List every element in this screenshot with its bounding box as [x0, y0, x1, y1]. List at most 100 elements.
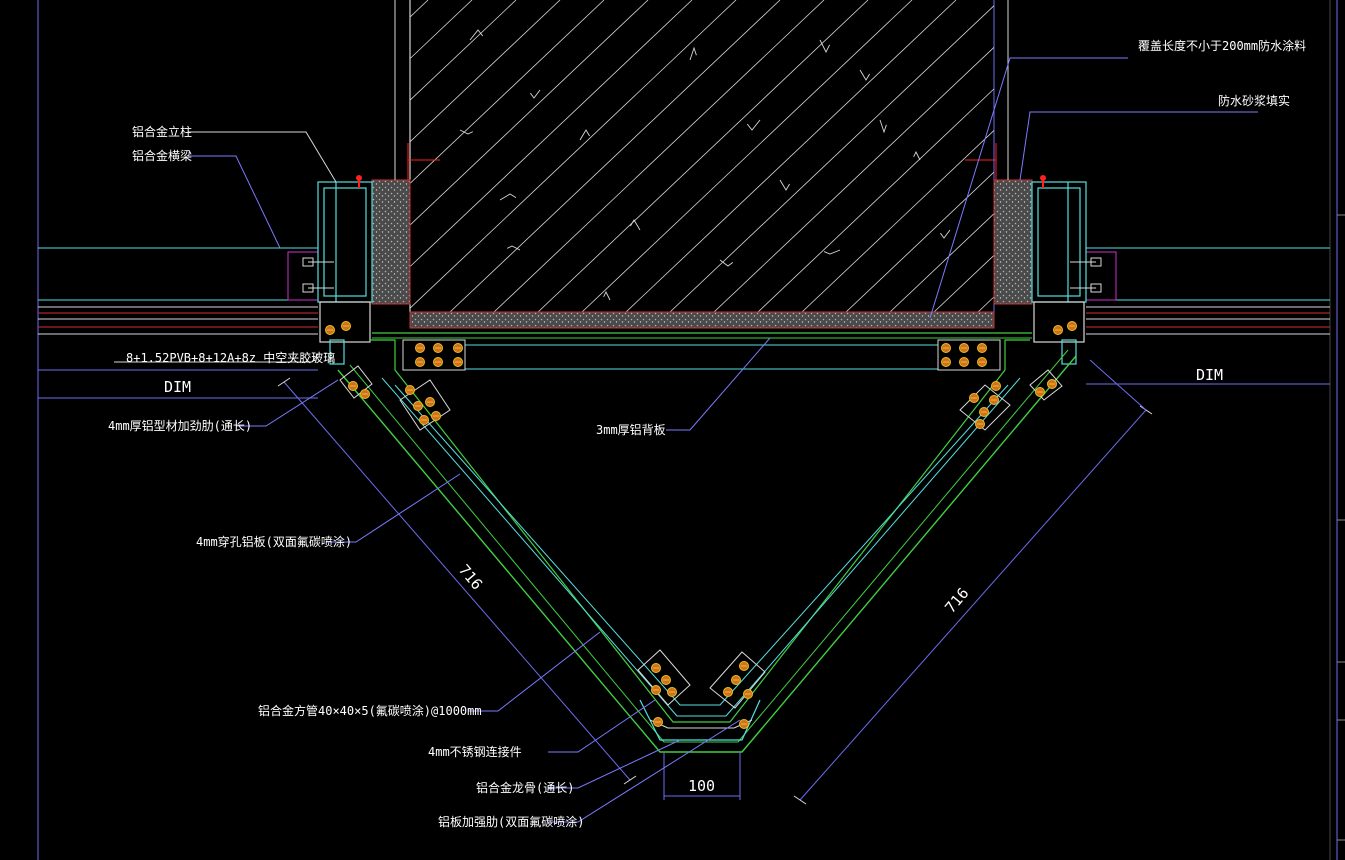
aggregate-mark	[913, 150, 921, 161]
hatch-line	[669, 5, 994, 312]
label-steel-connector: 4mm不锈钢连接件	[428, 744, 522, 759]
leader-lines	[114, 57, 1258, 823]
label-waterproof-mortar: 防水砂浆填实	[1218, 93, 1290, 108]
hatch-line	[410, 0, 693, 268]
bolt-icon	[453, 357, 463, 367]
bolt-icon	[969, 393, 979, 403]
bolt-icon	[325, 325, 335, 335]
aggregate-mark	[779, 179, 790, 191]
hatch-line	[449, 0, 781, 312]
hatch-line	[410, 0, 517, 101]
bolt-icon	[1067, 321, 1077, 331]
bolt-icon	[1053, 325, 1063, 335]
bolt-icon	[433, 357, 443, 367]
hatch-line	[410, 0, 649, 226]
hatch-line	[757, 88, 994, 312]
label-glass: 8+1.52PVB+8+12A+8z 中空夹胶玻璃	[126, 350, 335, 365]
hatch-line	[493, 0, 825, 312]
transom-left	[38, 247, 319, 335]
bolt-icon	[651, 685, 661, 695]
dim-bottom: 100	[688, 777, 715, 795]
bolt-icon	[739, 719, 749, 729]
hatch-line	[410, 0, 605, 184]
annotations: 铝合金立柱 铝合金横梁 8+1.52PVB+8+12A+8z 中空夹胶玻璃 4m…	[108, 38, 1306, 829]
bolt-icon	[348, 381, 358, 391]
hatch-line	[933, 254, 994, 312]
bolt-icon	[413, 401, 423, 411]
bolt-icon	[360, 389, 370, 399]
aggregate-mark	[603, 290, 611, 301]
aggregate-mark	[530, 89, 541, 99]
dim-left: DIM	[164, 378, 191, 396]
bolt-icon	[1047, 379, 1057, 389]
bolt-icon	[415, 357, 425, 367]
aggregate-mark	[506, 245, 521, 251]
bolt-icon	[425, 397, 435, 407]
red-markers	[356, 143, 1046, 188]
drawing-frame	[37, 0, 1338, 860]
aggregate-mark	[689, 46, 697, 61]
bolt-icon	[433, 343, 443, 353]
fasteners	[325, 321, 1077, 729]
aggregate-mark	[719, 259, 734, 267]
mullion-right	[1031, 181, 1087, 365]
label-transom: 铝合金横梁	[132, 148, 192, 163]
hatch-line	[801, 129, 994, 312]
dimension-lines	[38, 359, 1330, 805]
bolt-icon	[941, 357, 951, 367]
hatch-line	[410, 0, 561, 143]
aggregate-mark	[823, 249, 841, 255]
hatch-line	[845, 171, 994, 312]
aggregate-mark	[579, 129, 590, 141]
bolt-icon	[743, 689, 753, 699]
label-square-tube: 铝合金方管40×40×5(氟碳喷涂)@1000mm	[258, 703, 482, 718]
label-aluminum-3mm: 3mm厚铝背板	[596, 422, 666, 437]
v-fin	[337, 339, 1077, 753]
aggregate-mark	[746, 119, 761, 131]
hatch-line	[625, 0, 957, 312]
aggregate-mark	[499, 193, 517, 201]
bolt-icon	[653, 717, 663, 727]
label-mullion: 铝合金立柱	[132, 124, 192, 139]
bolt-icon	[739, 661, 749, 671]
bolt-icon	[1035, 387, 1045, 397]
bolt-icon	[975, 419, 985, 429]
bolt-icon	[405, 385, 415, 395]
mortar-fill-right	[993, 179, 1033, 305]
aggregate-mark	[859, 69, 870, 81]
mullion-left	[317, 181, 373, 365]
dim-right: DIM	[1196, 366, 1223, 384]
waterproof-layer-bottom	[409, 311, 995, 329]
bolt-icon	[667, 687, 677, 697]
title-block-ticks	[1337, 214, 1345, 841]
bolt-icon	[977, 357, 987, 367]
aggregate-mark	[879, 119, 887, 134]
aggregate-mark	[940, 229, 951, 239]
bolt-icon	[977, 343, 987, 353]
bolt-icon	[415, 343, 425, 353]
bolt-icon	[941, 343, 951, 353]
bolt-icon	[989, 395, 999, 405]
aggregate-mark	[630, 219, 641, 231]
back-panel	[372, 332, 1032, 371]
bolt-icon	[991, 381, 1001, 391]
aggregate-mark	[819, 39, 831, 54]
aggregate-mark	[459, 129, 474, 135]
bolt-icon	[723, 687, 733, 697]
concrete-wall	[409, 0, 995, 312]
aggregate-mark	[469, 29, 484, 41]
top-verticals	[394, 0, 1009, 180]
hatch-line	[410, 0, 473, 60]
label-stiffener: 4mm厚铝型材加劲肋(通长)	[108, 418, 252, 433]
bolt-icon	[959, 357, 969, 367]
hatch-line	[410, 0, 737, 309]
hatch-line	[713, 46, 994, 312]
hatch-line	[581, 0, 913, 312]
label-perforated-panel: 4mm穿孔铝板(双面氟碳喷涂)	[196, 534, 352, 549]
mortar-fill-left	[371, 179, 411, 305]
label-aluminum-rib: 铝板加强肋(双面氟碳喷涂)	[438, 814, 584, 829]
hatch-line	[889, 213, 994, 312]
bolt-icon	[651, 663, 661, 673]
bolt-icon	[731, 675, 741, 685]
